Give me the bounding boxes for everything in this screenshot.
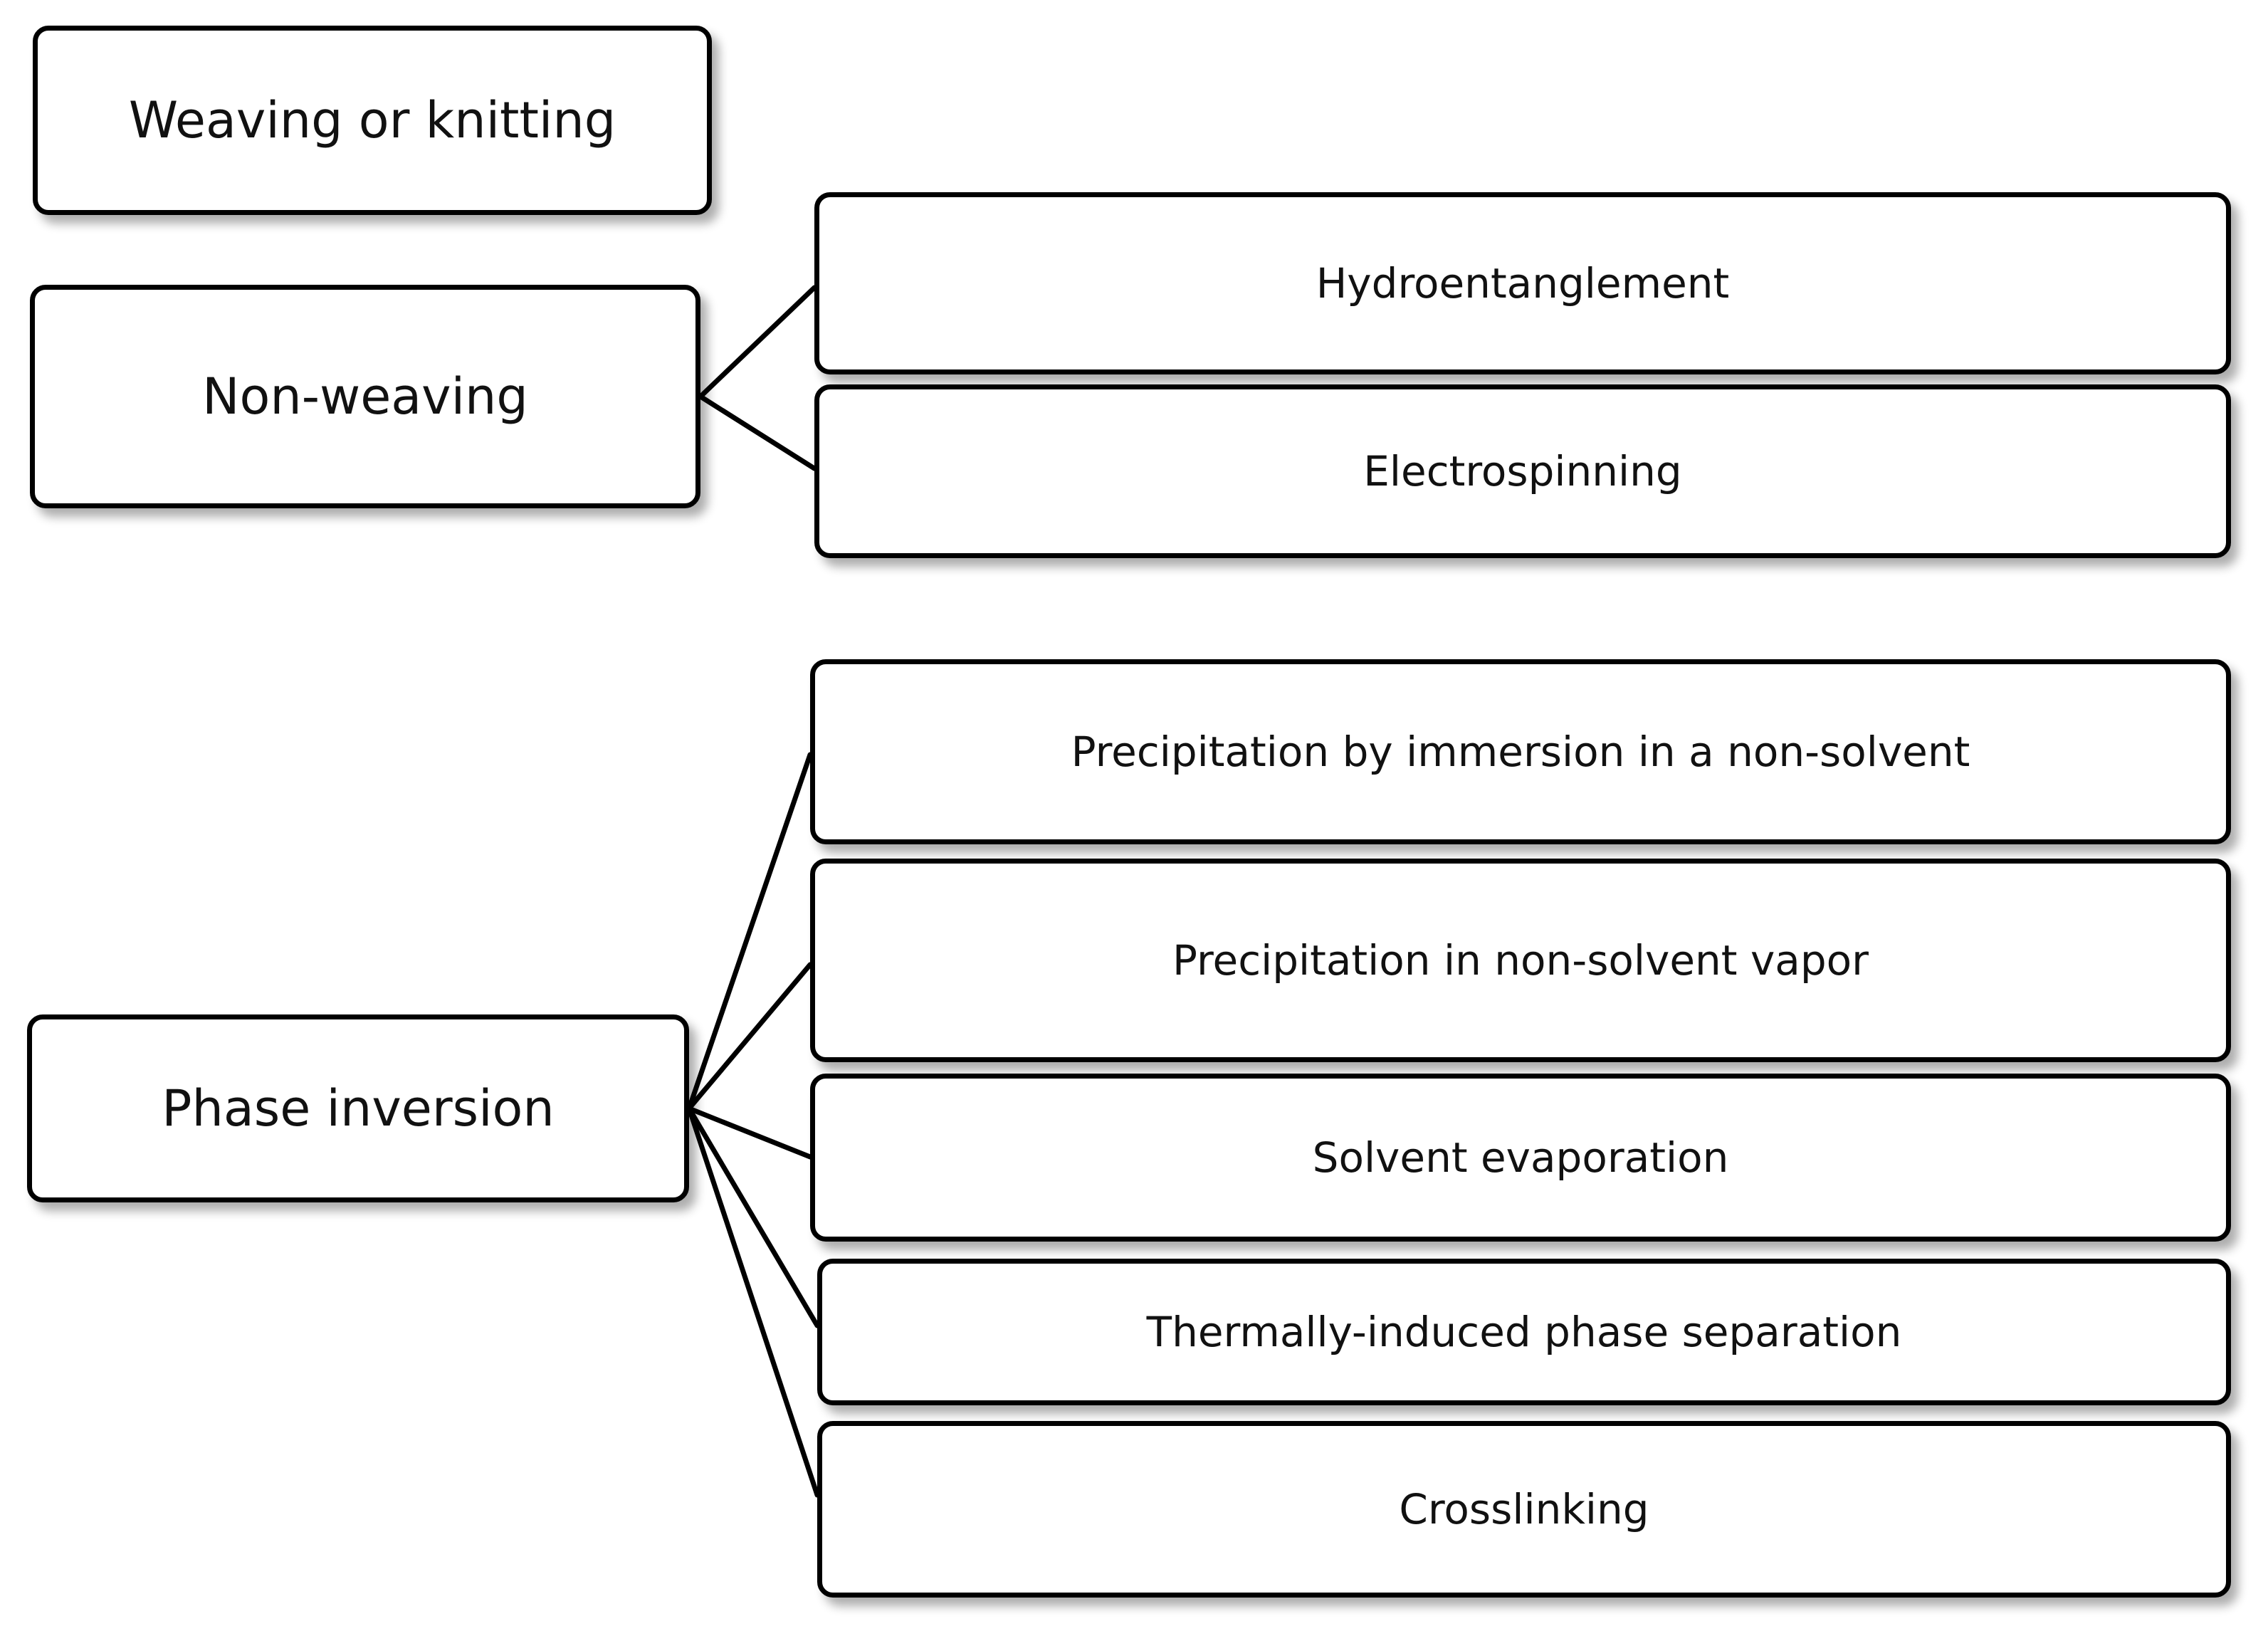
connector-phase-crosslinking <box>686 1106 820 1498</box>
node-crosslinking: Crosslinking <box>817 1421 2231 1598</box>
node-label: Weaving or knitting <box>128 91 616 150</box>
connector-phase-precip-immersion <box>686 752 813 1111</box>
connector-nonweaving-electrospinning <box>698 394 817 471</box>
node-label: Thermally-induced phase separation <box>1146 1308 1902 1356</box>
node-thermally-induced-phase-separation: Thermally-induced phase separation <box>817 1259 2231 1405</box>
node-label: Phase inversion <box>162 1079 555 1138</box>
connector-phase-thermally-induced <box>686 1106 820 1328</box>
node-solvent-evaporation: Solvent evaporation <box>810 1074 2231 1242</box>
node-hydroentanglement: Hydroentanglement <box>814 192 2231 374</box>
node-non-weaving: Non-weaving <box>30 285 700 508</box>
connector-nonweaving-hydroentanglement <box>698 285 817 399</box>
node-precipitation-immersion: Precipitation by immersion in a non-solv… <box>810 659 2231 844</box>
node-label: Hydroentanglement <box>1316 259 1730 308</box>
node-label: Precipitation by immersion in a non-solv… <box>1071 728 1970 776</box>
node-label: Solvent evaporation <box>1312 1133 1729 1182</box>
node-electrospinning: Electrospinning <box>814 384 2231 558</box>
connector-phase-precip-vapor <box>686 962 813 1111</box>
node-label: Crosslinking <box>1399 1485 1649 1533</box>
node-weaving-or-knitting: Weaving or knitting <box>33 26 712 215</box>
node-precipitation-vapor: Precipitation in non-solvent vapor <box>810 859 2231 1062</box>
connector-phase-solvent-evaporation <box>686 1106 813 1160</box>
node-phase-inversion: Phase inversion <box>27 1014 689 1202</box>
node-label: Electrospinning <box>1363 447 1682 495</box>
node-label: Non-weaving <box>202 367 528 426</box>
node-label: Precipitation in non-solvent vapor <box>1172 936 1869 985</box>
